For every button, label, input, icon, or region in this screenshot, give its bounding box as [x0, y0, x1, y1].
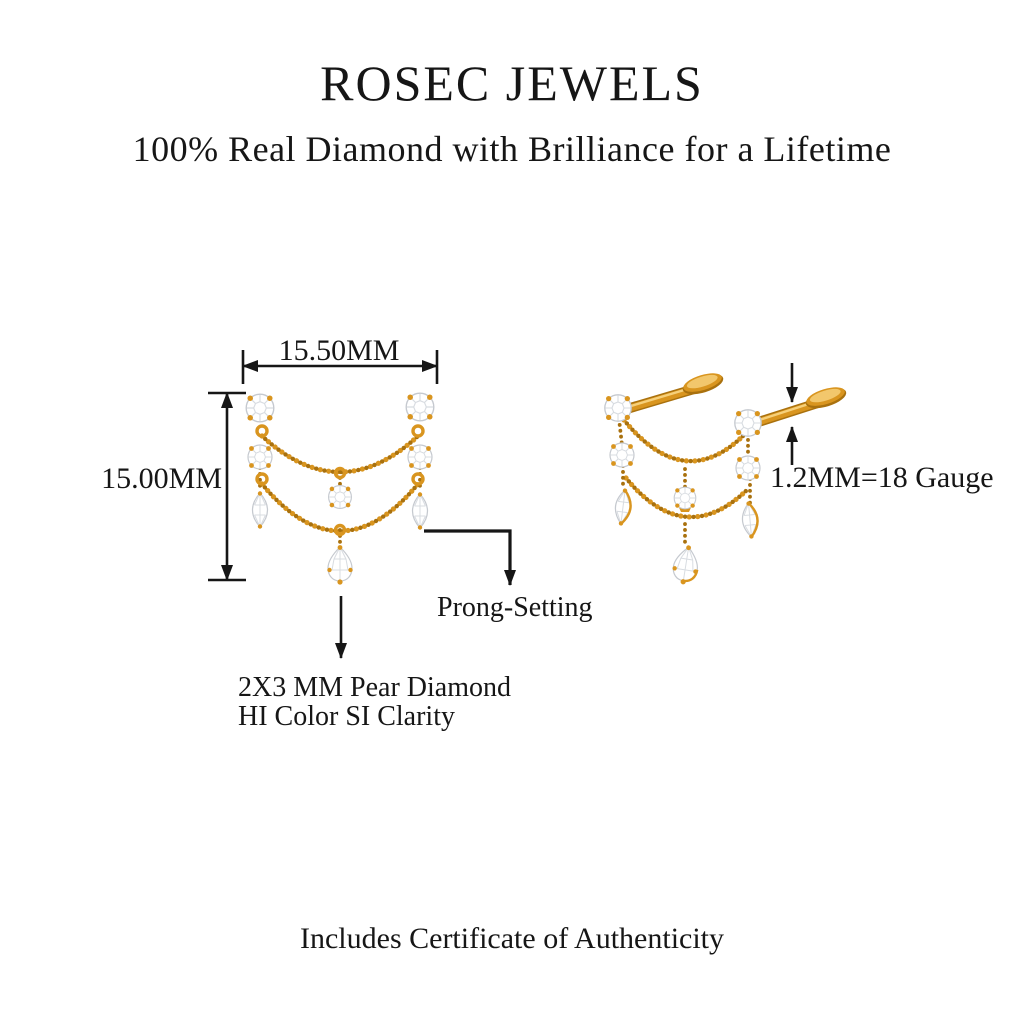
- pear-diamond: [326, 544, 354, 586]
- chain-links-front: [255, 424, 425, 537]
- round-diamond: [328, 485, 352, 509]
- earring-front-illustration: [245, 392, 435, 586]
- certificate-note: Includes Certificate of Authenticity: [299, 922, 725, 955]
- marquise-diamond: [612, 486, 634, 528]
- round-diamond: [735, 455, 761, 481]
- round-diamond: [407, 444, 433, 470]
- marquise-diamond: [740, 500, 760, 540]
- round-diamond: [734, 409, 762, 437]
- height-dimension-label: 15.00MM: [101, 462, 222, 495]
- round-diamond: [609, 442, 635, 468]
- gauge-dimension-label: 1.2MM=18 Gauge: [770, 461, 994, 494]
- round-diamond: [245, 393, 275, 423]
- round-diamond: [247, 444, 273, 470]
- height-dimension-arrow: [208, 391, 246, 582]
- pear-diamond: [669, 542, 703, 587]
- chain-upper-front: [259, 433, 421, 475]
- prong-setting-label: Prong-Setting: [437, 592, 593, 623]
- brand-tagline: 100% Real Diamond with Brilliance for a …: [132, 129, 892, 169]
- chain-bails-side: [617, 417, 752, 547]
- earring-side-illustration: [604, 369, 849, 587]
- pear-diamond-label-line2: HI Color SI Clarity: [238, 701, 455, 732]
- round-diamond: [405, 392, 435, 422]
- round-diamond: [673, 486, 697, 510]
- width-dimension-arrow: [241, 350, 439, 384]
- chain-bails-front: [258, 466, 422, 549]
- chain-upper-side: [621, 417, 749, 464]
- marquise-diamond: [251, 490, 269, 530]
- round-diamond: [604, 394, 632, 422]
- width-dimension-label: 15.50MM: [278, 334, 400, 367]
- pear-diamond-label: 2X3 MM Pear Diamond HI Color SI Clarity: [238, 673, 511, 731]
- marquise-diamond: [411, 491, 429, 531]
- prong-setting-pointer-line: [424, 529, 516, 586]
- brand-title: ROSEC JEWELS: [320, 55, 704, 111]
- pear-diamond-label-line1: 2X3 MM Pear Diamond: [238, 672, 511, 703]
